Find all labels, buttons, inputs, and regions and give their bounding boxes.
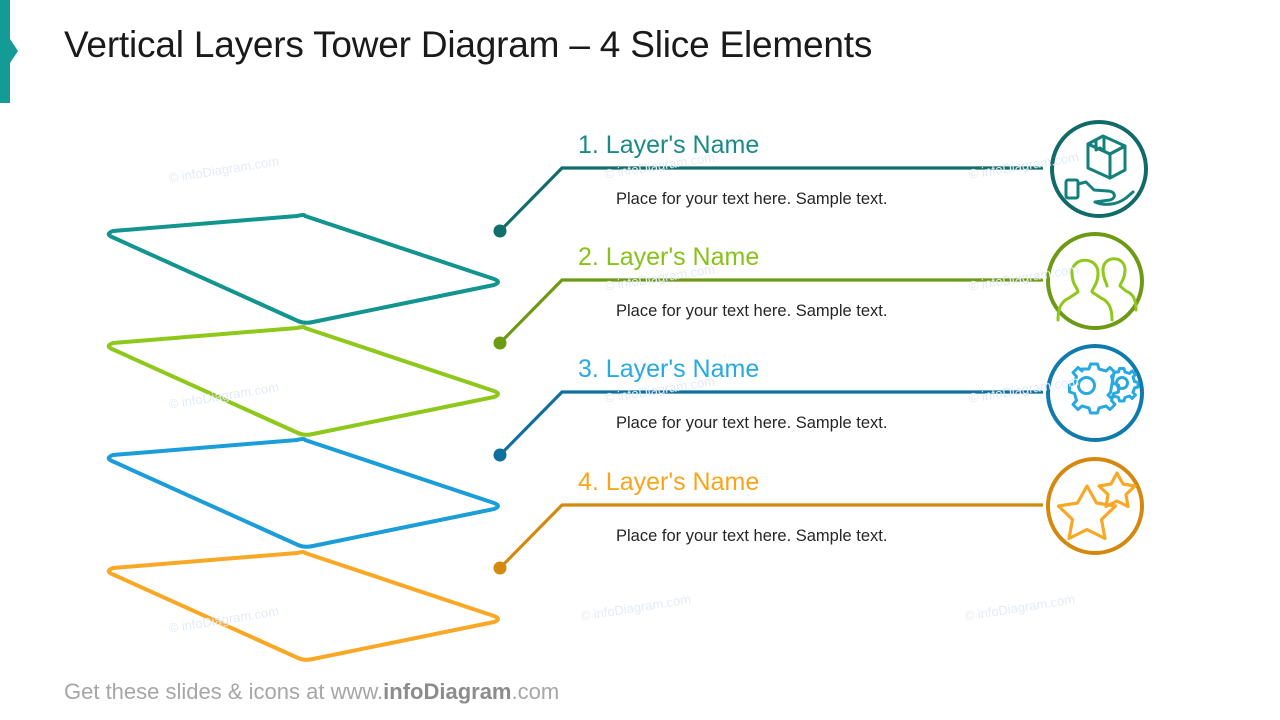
connector-line-4 [498, 503, 1043, 570]
layer-description-4: Place for your text here. Sample text. [616, 527, 888, 545]
footer-prefix: Get these slides & icons at www. [64, 679, 384, 704]
layer-group-3[interactable] [106, 390, 1043, 549]
header-accent-arrow-icon [10, 39, 18, 63]
icon-circle-outline-3 [1046, 344, 1144, 442]
gears-icon [1068, 362, 1140, 415]
connector-dot-3 [493, 448, 507, 462]
page-title: Vertical Layers Tower Diagram – 4 Slice … [64, 24, 873, 65]
layer-rhombus-4 [106, 550, 500, 662]
two-stars-icon [1056, 471, 1137, 541]
footer-suffix: .com [511, 679, 560, 704]
connector-dot-1 [493, 224, 507, 238]
icon-circle-3[interactable] [1046, 344, 1144, 442]
layer-title-2: 2. Layer's Name [578, 243, 760, 271]
icon-circle-outline-2 [1046, 232, 1144, 330]
connector-dot-4 [493, 561, 507, 575]
icon-circle-4[interactable] [1046, 457, 1144, 555]
layer-group-1[interactable] [106, 166, 1043, 325]
layer-group-4[interactable] [106, 503, 1043, 662]
icon-circle-2[interactable] [1046, 232, 1144, 330]
footer-brand: infoDiagram [383, 679, 512, 704]
layer-description-1: Place for your text here. Sample text. [616, 190, 888, 208]
connector-line-3 [498, 390, 1043, 457]
layer-title-3: 3. Layer's Name [578, 355, 760, 383]
hand-holding-box-icon [1064, 134, 1135, 206]
connector-line-1 [498, 166, 1043, 233]
layer-description-2: Place for your text here. Sample text. [616, 302, 888, 320]
layer-rhombus-3 [106, 437, 500, 549]
footer-promo: Get these slides & icons at www.infoDiag… [64, 679, 559, 705]
layer-rhombus-2 [106, 325, 500, 437]
layer-rhombus-1 [106, 213, 500, 325]
connector-dot-2 [493, 336, 507, 350]
header-accent-bar [0, 0, 10, 103]
connector-line-2 [498, 278, 1043, 345]
icon-circle-1[interactable] [1050, 120, 1148, 218]
layer-description-3: Place for your text here. Sample text. [616, 414, 888, 432]
layer-group-2[interactable] [106, 278, 1043, 437]
layer-title-4: 4. Layer's Name [578, 468, 760, 496]
two-people-icon [1056, 257, 1138, 322]
layer-title-1: 1. Layer's Name [578, 131, 760, 159]
